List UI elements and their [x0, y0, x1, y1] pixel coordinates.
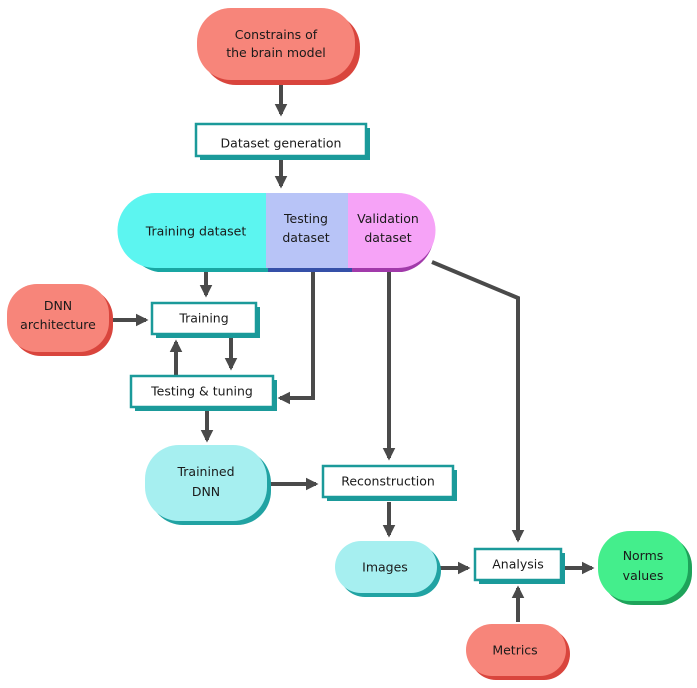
- node-metrics: Metrics: [466, 624, 570, 680]
- trained-dnn-label-line2: DNN: [192, 484, 220, 499]
- norms-values-label-line2: values: [623, 568, 664, 583]
- node-constraints: Constrains of the brain model: [197, 8, 360, 85]
- training-label: Training: [178, 311, 228, 326]
- validation-dataset-label-line1: Validation: [357, 211, 419, 226]
- analysis-label: Analysis: [492, 557, 544, 572]
- testing-dataset-label-line2: dataset: [282, 230, 329, 245]
- training-dataset-label: Training dataset: [145, 224, 247, 239]
- node-reconstruction: Reconstruction: [321, 464, 457, 501]
- node-analysis: Analysis: [473, 547, 565, 584]
- node-datasets: Training dataset Testing dataset Validat…: [117, 193, 436, 272]
- node-testing-tuning: Testing & tuning: [129, 374, 277, 411]
- testing-dataset-segment: [266, 193, 348, 268]
- validation-dataset-label-line2: dataset: [364, 230, 411, 245]
- dnn-architecture-label-line1: DNN: [44, 298, 72, 313]
- node-norms-values: Norms values: [598, 531, 692, 605]
- node-trained-dnn: Trainined DNN: [145, 445, 271, 525]
- arrow-testing-dataset-to-tuning: [277, 268, 315, 405]
- norms-values-label-line1: Norms: [623, 548, 664, 563]
- training-dataset-segment: [117, 193, 266, 268]
- testing-tuning-label: Testing & tuning: [150, 384, 253, 399]
- reconstruction-label: Reconstruction: [341, 474, 435, 489]
- trained-dnn-label-line1: Trainined: [176, 464, 234, 479]
- images-label: Images: [362, 560, 408, 575]
- testing-dataset-label-line1: Testing: [283, 211, 328, 226]
- constraints-label-line2: the brain model: [226, 45, 326, 60]
- metrics-label: Metrics: [492, 643, 537, 658]
- arrow-validation-to-analysis: [431, 260, 525, 543]
- node-images: Images: [335, 541, 441, 597]
- node-dnn-architecture: DNN architecture: [7, 284, 113, 356]
- node-dataset-generation: Dataset generation: [194, 122, 370, 160]
- dnn-architecture-label-line2: architecture: [20, 317, 96, 332]
- node-training: Training: [150, 301, 260, 338]
- constraints-label-line1: Constrains of: [235, 27, 318, 42]
- validation-dataset-segment: [348, 193, 436, 268]
- connectors: [108, 84, 595, 622]
- dataset-generation-label: Dataset generation: [221, 136, 342, 151]
